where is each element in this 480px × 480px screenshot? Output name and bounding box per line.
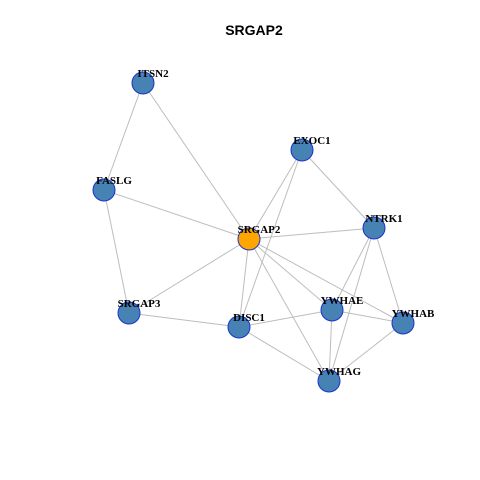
node-itsn2: ITSN2 [131, 68, 169, 95]
edge-srgap2-ywhab [248, 238, 404, 324]
edge-srgap2-ntrk1 [248, 227, 375, 240]
diagram-title: SRGAP2 [225, 22, 283, 38]
node-circle-disc1 [227, 315, 251, 339]
node-circle-ywhae [320, 298, 344, 322]
edge-srgap2-disc1 [238, 238, 250, 328]
node-faslg: FASLG [92, 175, 132, 202]
node-circle-srgap2 [237, 227, 261, 251]
edge-ntrk1-ywhab [373, 227, 404, 324]
node-label-ywhab: YWHAB [392, 308, 435, 320]
edge-ywhab-ywhag [328, 322, 404, 382]
edge-ywhae-ywhag [328, 309, 333, 382]
node-label-disc1: DISC1 [233, 312, 265, 324]
node-label-ywhae: YWHAE [321, 295, 364, 307]
node-circle-ywhag [317, 369, 341, 393]
edge-itsn2-faslg [103, 82, 144, 191]
edge-disc1-ywhag [238, 326, 330, 382]
edge-faslg-srgap3 [103, 189, 130, 314]
edge-layer [103, 82, 404, 382]
edge-srgap3-disc1 [128, 312, 240, 328]
node-circle-faslg [92, 178, 116, 202]
node-circle-ywhab [391, 311, 415, 335]
node-label-ywhag: YWHAG [317, 366, 361, 378]
node-label-srgap2: SRGAP2 [238, 224, 281, 236]
edge-srgap2-srgap3 [128, 238, 250, 314]
node-circle-srgap3 [117, 301, 141, 325]
node-srgap2: SRGAP2 [237, 224, 281, 251]
node-ywhag: YWHAG [317, 366, 361, 393]
node-ywhab: YWHAB [391, 308, 435, 335]
node-layer: ITSN2EXOC1FASLGSRGAP2NTRK1SRGAP3DISC1YWH… [92, 68, 435, 393]
node-label-itsn2: ITSN2 [137, 68, 169, 80]
edge-faslg-srgap2 [103, 189, 250, 240]
node-srgap3: SRGAP3 [117, 298, 161, 325]
node-exoc1: EXOC1 [290, 135, 331, 162]
node-disc1: DISC1 [227, 312, 265, 339]
edge-ntrk1-ywhae [331, 227, 375, 311]
edge-ntrk1-ywhag [328, 227, 375, 382]
node-label-exoc1: EXOC1 [293, 135, 330, 147]
edge-srgap2-ywhae [248, 238, 333, 311]
edge-ywhae-ywhab [331, 309, 404, 324]
node-circle-ntrk1 [362, 216, 386, 240]
edge-itsn2-srgap2 [142, 82, 250, 240]
node-circle-itsn2 [131, 71, 155, 95]
edge-exoc1-disc1 [238, 149, 303, 328]
node-ywhae: YWHAE [320, 295, 364, 322]
node-label-ntrk1: NTRK1 [365, 213, 402, 225]
node-circle-exoc1 [290, 138, 314, 162]
node-ntrk1: NTRK1 [362, 213, 403, 240]
node-label-faslg: FASLG [96, 175, 132, 187]
edge-exoc1-srgap2 [248, 149, 303, 240]
edge-exoc1-ntrk1 [301, 149, 375, 229]
edge-disc1-ywhae [238, 309, 333, 328]
node-label-srgap3: SRGAP3 [118, 298, 161, 310]
